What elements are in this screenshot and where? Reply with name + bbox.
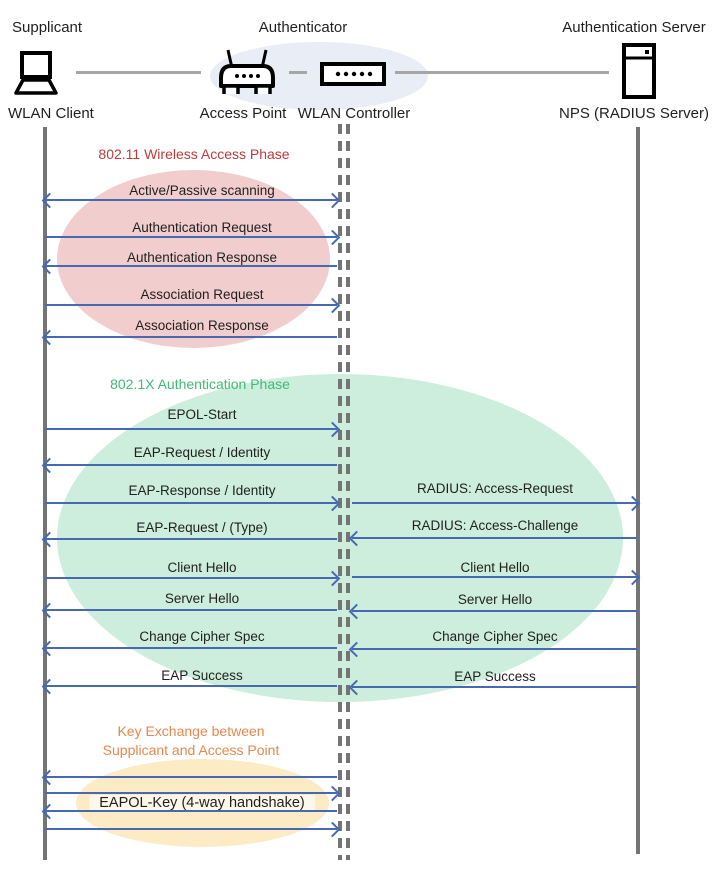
phase-title-80211: 802.11 Wireless Access Phase bbox=[98, 146, 290, 162]
msg-label-active-passive-scanning: Active/Passive scanning bbox=[129, 183, 275, 198]
actor-title-authentication-server: Authentication Server bbox=[562, 19, 706, 36]
actor-title-authenticator: Authenticator bbox=[258, 19, 348, 36]
message-arrow-radius-access-request bbox=[352, 502, 637, 504]
phase-title-key-line1: Key Exchange between bbox=[117, 723, 265, 739]
access-point-icon bbox=[215, 48, 279, 98]
msg-label-eap-response-identity: EAP-Response / Identity bbox=[128, 483, 276, 498]
server-icon bbox=[622, 43, 656, 99]
message-arrow-client-hello-right bbox=[352, 576, 637, 578]
msg-label-authentication-request: Authentication Request bbox=[132, 220, 272, 235]
laptop-icon bbox=[13, 50, 59, 98]
msg-label-eap-request-identity: EAP-Request / Identity bbox=[133, 445, 271, 460]
lifeline-authenticator-right bbox=[346, 124, 350, 860]
connector-line-client-ap bbox=[76, 71, 201, 74]
msg-label-server-hello-right: Server Hello bbox=[457, 592, 533, 607]
phase-title-key-exchange: Key Exchange between Supplicant and Acce… bbox=[103, 722, 280, 760]
msg-label-association-request: Association Request bbox=[140, 287, 264, 302]
msg-label-client-hello-left: Client Hello bbox=[167, 560, 237, 575]
msg-label-server-hello-left: Server Hello bbox=[164, 591, 240, 606]
msg-label-epol-start: EPOL-Start bbox=[167, 407, 237, 422]
msg-label-association-response: Association Response bbox=[135, 318, 269, 333]
msg-label-eap-success-left: EAP Success bbox=[161, 668, 243, 683]
message-arrow-eap-success-left bbox=[45, 685, 337, 687]
msg-label-change-cipher-spec-right: Change Cipher Spec bbox=[432, 629, 558, 644]
msg-label-eapol-key: EAPOL-Key (4-way handshake) bbox=[89, 795, 315, 811]
msg-label-authentication-response: Authentication Response bbox=[126, 250, 278, 265]
message-arrow-server-hello-left bbox=[45, 609, 337, 611]
message-arrow-eapol-key-3 bbox=[45, 810, 337, 812]
message-arrow-eapol-key-4 bbox=[45, 828, 337, 830]
device-label-access-point: Access Point bbox=[199, 105, 287, 122]
message-arrow-change-cipher-spec-left bbox=[45, 647, 337, 649]
actor-title-supplicant: Supplicant bbox=[12, 19, 83, 36]
message-arrow-server-hello-right bbox=[352, 610, 637, 612]
message-arrow-eap-request-type bbox=[45, 538, 337, 540]
message-arrow-change-cipher-spec-right bbox=[352, 648, 637, 650]
message-arrow-authentication-response bbox=[45, 265, 337, 267]
connector-line-ap-wlc bbox=[289, 71, 307, 74]
msg-label-eap-request-type: EAP-Request / (Type) bbox=[136, 520, 268, 535]
phase-title-key-line2: Supplicant and Access Point bbox=[102, 742, 280, 758]
connector-line-wlc-server bbox=[395, 71, 609, 74]
lifeline-supplicant bbox=[43, 127, 47, 860]
message-arrow-authentication-request bbox=[45, 236, 337, 238]
message-arrow-active-passive-scanning bbox=[45, 199, 337, 201]
message-arrow-association-response bbox=[45, 336, 337, 338]
wlan-controller-icon bbox=[320, 62, 386, 86]
lifeline-auth-server bbox=[636, 127, 640, 854]
msg-label-change-cipher-spec-left: Change Cipher Spec bbox=[139, 629, 265, 644]
device-label-nps-radius-server: NPS (RADIUS Server) bbox=[558, 105, 710, 122]
device-label-wlan-controller: WLAN Controller bbox=[297, 105, 411, 122]
msg-label-radius-access-challenge: RADIUS: Access-Challenge bbox=[411, 518, 579, 533]
msg-label-radius-access-request: RADIUS: Access-Request bbox=[416, 481, 574, 496]
device-label-wlan-client: WLAN Client bbox=[8, 105, 94, 122]
message-arrow-radius-access-challenge bbox=[352, 537, 637, 539]
msg-label-eap-success-right: EAP Success bbox=[454, 669, 536, 684]
message-arrow-eap-request-identity bbox=[45, 464, 337, 466]
message-arrow-eapol-key-2 bbox=[45, 792, 337, 794]
message-arrow-association-request bbox=[45, 304, 337, 306]
lifeline-authenticator-left bbox=[338, 124, 342, 860]
message-arrow-epol-start bbox=[45, 428, 337, 430]
message-arrow-eap-response-identity bbox=[45, 502, 337, 504]
message-arrow-client-hello-left bbox=[45, 577, 337, 579]
phase-title-8021x: 802.1X Authentication Phase bbox=[110, 376, 290, 392]
message-arrow-eapol-key-1 bbox=[45, 776, 337, 778]
msg-label-client-hello-right: Client Hello bbox=[460, 560, 530, 575]
message-arrow-eap-success-right bbox=[352, 686, 637, 688]
